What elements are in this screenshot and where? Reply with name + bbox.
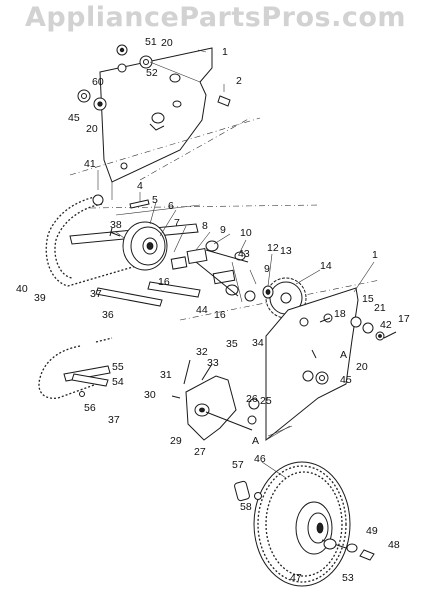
callout-16b: 16 xyxy=(214,309,226,321)
callout-18: 18 xyxy=(334,308,346,320)
callout-45: 45 xyxy=(68,112,80,124)
callout-6: 6 xyxy=(168,200,174,212)
callout-1: 1 xyxy=(222,46,228,58)
callout-38: 38 xyxy=(110,219,122,231)
leader-lines xyxy=(97,49,375,479)
callout-25: 25 xyxy=(260,395,272,407)
callout-10: 10 xyxy=(240,227,252,239)
callout-27: 27 xyxy=(194,446,206,458)
callout-20: 20 xyxy=(161,37,173,49)
callout-40: 40 xyxy=(16,283,28,295)
callout-A-lower: A xyxy=(252,435,259,447)
hardware-right xyxy=(302,316,397,385)
callout-44: 44 xyxy=(196,304,208,316)
callout-35: 35 xyxy=(226,338,238,350)
callout-29: 29 xyxy=(170,435,182,447)
hardware-top xyxy=(77,44,231,111)
drive-chain xyxy=(45,194,151,287)
callout-49: 49 xyxy=(366,525,378,537)
callout-30: 30 xyxy=(144,389,156,401)
callout-53: 53 xyxy=(342,572,354,584)
side-plate-upper xyxy=(99,47,213,200)
callout-13: 13 xyxy=(280,245,292,257)
callout-9: 9 xyxy=(220,224,226,236)
callout-46: 46 xyxy=(254,453,266,465)
callout-58: 58 xyxy=(240,501,252,513)
callout-8: 8 xyxy=(202,220,208,232)
callout-20-right: 20 xyxy=(356,361,368,373)
callout-57: 57 xyxy=(232,459,244,471)
callout-37-inset: 37 xyxy=(108,414,120,426)
wheel-46 xyxy=(253,461,375,587)
callout-42: 42 xyxy=(380,319,392,331)
callout-39: 39 xyxy=(34,292,46,304)
callout-32: 32 xyxy=(196,346,208,358)
callout-labels: 1 2 4 5 6 7 8 9 10 12 13 14 1 15 21 18 1… xyxy=(16,36,410,584)
callout-33: 33 xyxy=(207,357,219,369)
callout-20b: 20 xyxy=(86,123,98,135)
bracket-29 xyxy=(171,359,260,441)
callout-A-right: A xyxy=(340,349,347,361)
pulley-5 xyxy=(122,221,168,271)
callout-14: 14 xyxy=(320,260,332,272)
callout-45-right: 45 xyxy=(340,374,352,386)
shaft-36 xyxy=(95,281,201,307)
spacer-group xyxy=(170,240,256,303)
watermark: AppliancePartsPros.com xyxy=(24,2,407,33)
shaft-6 xyxy=(115,204,201,216)
callout-54: 54 xyxy=(112,376,124,388)
callout-16a: 16 xyxy=(158,276,170,288)
reference-plane-lines xyxy=(69,117,381,321)
callout-4: 4 xyxy=(137,180,143,192)
inset-shaft-chain xyxy=(38,337,113,399)
key-4 xyxy=(129,199,150,209)
callout-26: 26 xyxy=(246,393,258,405)
callout-41: 41 xyxy=(84,158,96,170)
callout-12: 12 xyxy=(267,242,279,254)
callout-7: 7 xyxy=(174,217,180,229)
callout-1-lower: 1 xyxy=(372,249,378,261)
callout-43: 43 xyxy=(238,248,250,260)
callout-17: 17 xyxy=(398,313,410,325)
callout-9-lower: 9 xyxy=(264,263,270,275)
callout-47: 47 xyxy=(290,572,302,584)
callout-48: 48 xyxy=(388,539,400,551)
callout-5: 5 xyxy=(152,194,158,206)
callout-36: 36 xyxy=(102,309,114,321)
callout-52: 52 xyxy=(146,67,158,79)
callout-31: 31 xyxy=(160,369,172,381)
callout-15: 15 xyxy=(362,293,374,305)
bushing-57 xyxy=(234,480,262,502)
callout-2: 2 xyxy=(236,75,242,87)
callout-56: 56 xyxy=(84,402,96,414)
callout-55: 55 xyxy=(112,361,124,373)
callout-34: 34 xyxy=(252,337,264,349)
callout-51: 51 xyxy=(145,36,157,48)
callout-21: 21 xyxy=(374,302,386,314)
callout-37: 37 xyxy=(90,288,102,300)
callout-60: 60 xyxy=(92,76,104,88)
bolt-38 xyxy=(109,227,121,237)
